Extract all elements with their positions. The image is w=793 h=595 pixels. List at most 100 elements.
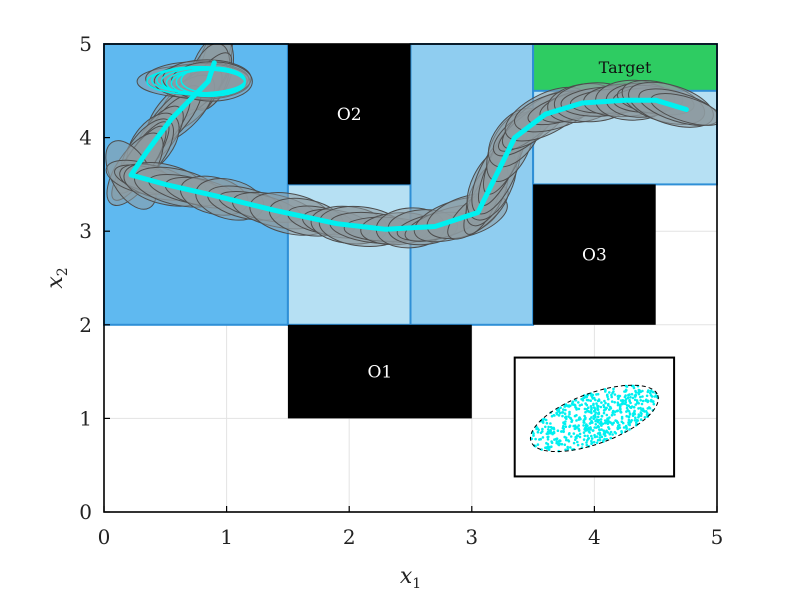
sample-point <box>537 428 540 432</box>
sample-point <box>557 414 561 417</box>
sample-point <box>587 406 590 410</box>
sample-point <box>532 432 535 435</box>
sample-point <box>594 415 597 419</box>
sample-point <box>562 424 565 428</box>
sample-point <box>564 436 568 440</box>
sample-point <box>585 428 589 432</box>
sample-point <box>599 405 603 409</box>
sample-point <box>577 424 580 427</box>
sample-point <box>592 409 596 413</box>
x-axis-label: x1 <box>400 564 421 592</box>
sample-point <box>541 427 544 431</box>
sample-point <box>572 441 576 445</box>
sample-point <box>607 397 610 401</box>
sample-point <box>624 402 627 406</box>
sample-point <box>627 418 631 422</box>
sample-point <box>628 412 632 415</box>
sample-point <box>594 398 597 402</box>
sample-point <box>576 440 579 444</box>
y-tick-label: 4 <box>79 126 92 150</box>
sample-point <box>606 395 609 399</box>
sample-point <box>600 435 604 439</box>
y-tick-label: 3 <box>79 219 92 243</box>
sample-point <box>632 386 636 390</box>
sample-point <box>568 412 571 416</box>
sample-point <box>602 404 605 407</box>
sample-point <box>596 438 600 442</box>
sample-point <box>547 448 551 452</box>
sample-point <box>641 389 644 393</box>
sample-point <box>641 399 645 403</box>
sample-point <box>564 408 567 412</box>
sample-point <box>572 432 576 435</box>
sample-point <box>545 421 549 425</box>
sample-point <box>592 429 595 432</box>
sample-point <box>583 421 586 424</box>
sample-point <box>635 399 639 402</box>
sample-point <box>645 411 649 415</box>
sample-point <box>557 443 560 446</box>
sample-point <box>619 411 623 414</box>
sample-point <box>586 424 589 428</box>
sample-point <box>599 418 603 421</box>
x-tick-label: 5 <box>711 525 724 549</box>
sample-point <box>590 395 594 399</box>
sample-point <box>585 398 589 402</box>
sample-point <box>566 445 569 449</box>
sample-point <box>611 433 614 436</box>
sample-point <box>616 403 620 407</box>
sample-point <box>652 402 656 406</box>
y-tick-label: 2 <box>79 313 92 337</box>
sample-point <box>647 406 651 409</box>
sample-point <box>532 434 535 437</box>
sample-point <box>602 429 605 433</box>
sample-point <box>576 434 580 438</box>
sample-point <box>651 390 655 394</box>
sample-point <box>606 419 610 423</box>
sample-point <box>571 400 575 404</box>
sample-point <box>578 432 582 436</box>
sample-point <box>636 419 640 422</box>
sample-point <box>567 440 571 443</box>
sample-point <box>596 412 600 415</box>
sample-point <box>628 400 631 403</box>
sample-point <box>596 408 600 412</box>
sample-point <box>600 414 604 418</box>
sample-point <box>541 418 544 421</box>
sample-point <box>628 428 631 431</box>
sample-point <box>541 430 544 433</box>
sample-point <box>549 422 552 425</box>
obstacle-label-o2: O2 <box>337 105 362 125</box>
sample-point <box>544 425 547 429</box>
sample-point <box>564 425 568 429</box>
sample-point <box>589 427 592 430</box>
trajectory-path <box>128 60 689 232</box>
sample-point <box>644 398 648 402</box>
sample-point <box>609 436 613 440</box>
x-tick-label: 4 <box>588 525 601 549</box>
sample-point <box>646 390 650 394</box>
sample-point <box>622 426 626 429</box>
sample-point <box>585 443 589 447</box>
sample-point <box>620 402 623 406</box>
sample-point <box>640 402 644 406</box>
sample-point <box>629 396 632 399</box>
sample-point <box>583 407 587 411</box>
sample-point <box>554 437 558 441</box>
sample-point <box>552 427 556 431</box>
sample-point <box>583 434 587 438</box>
sample-point <box>637 407 640 410</box>
sample-point <box>612 390 615 393</box>
sample-point <box>534 437 537 441</box>
sample-point <box>630 405 634 408</box>
sample-point <box>625 404 629 407</box>
sample-point <box>593 413 597 417</box>
sample-point <box>606 431 610 434</box>
sample-point <box>613 393 617 396</box>
sample-point <box>641 395 644 398</box>
sample-point <box>624 390 627 393</box>
sample-point <box>586 394 589 397</box>
sample-point <box>561 414 564 418</box>
sample-point <box>547 425 550 429</box>
